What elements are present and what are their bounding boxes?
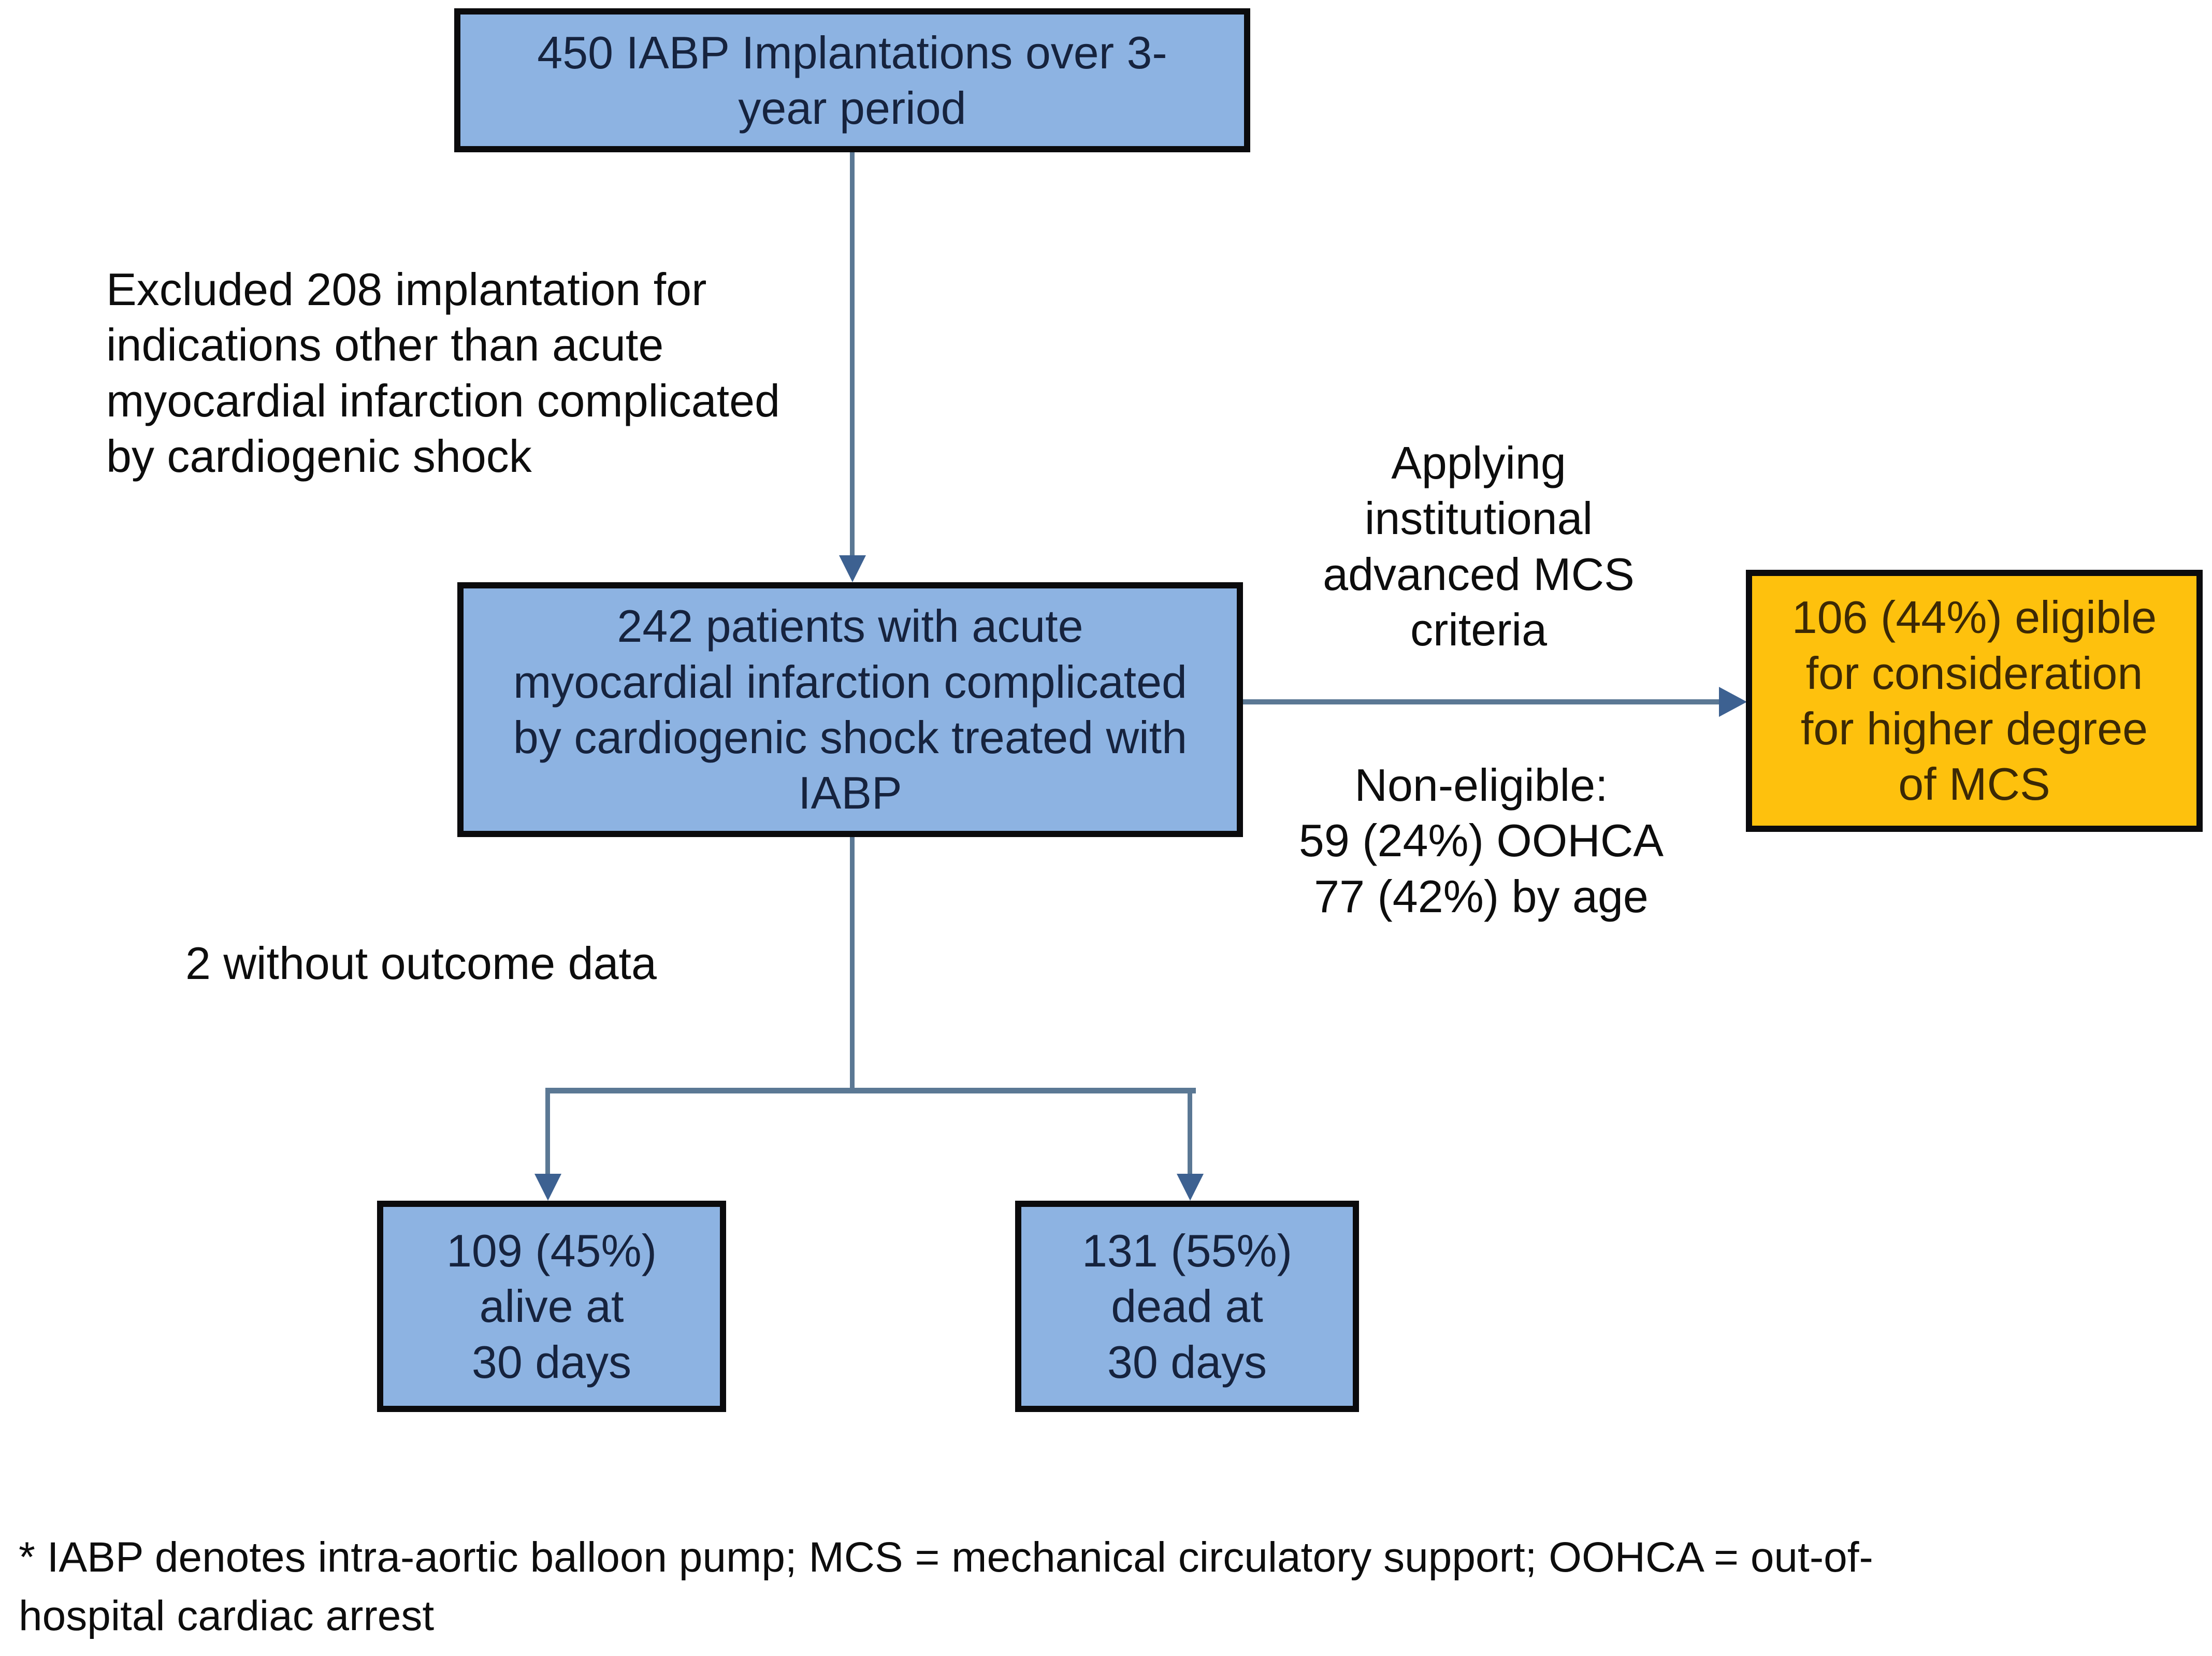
connector-branch-horizontal [545, 1088, 1196, 1093]
node-total-implantations-label: 450 IABP Implantations over 3- year peri… [537, 26, 1167, 134]
footnote-abbreviations: * IABP denotes intra-aortic balloon pump… [19, 1534, 1873, 1640]
node-dead-30-days: 131 (55%) dead at 30 days [1015, 1201, 1359, 1412]
node-alive-30-days-label: 109 (45%) alive at 30 days [446, 1225, 657, 1388]
connector-branch-to-dead [1188, 1088, 1192, 1175]
arrowhead-down-dead [1177, 1174, 1204, 1201]
node-eligible-mcs-label: 106 (44%) eligible for consideration for… [1791, 592, 2157, 810]
arrowhead-down-cohort [839, 555, 866, 582]
connector-cohort-to-branch [850, 837, 855, 1091]
connector-total-to-cohort [850, 152, 855, 556]
annotation-applying-criteria: Applying institutional advanced MCS crit… [1323, 437, 1635, 656]
node-alive-30-days: 109 (45%) alive at 30 days [377, 1201, 726, 1412]
annotation-no-outcome-data: 2 without outcome data [185, 938, 657, 989]
node-cohort-label: 242 patients with acute myocardial infar… [513, 600, 1188, 819]
node-dead-30-days-label: 131 (55%) dead at 30 days [1081, 1225, 1292, 1388]
annotation-excluded: Excluded 208 implantation for indication… [106, 264, 780, 482]
node-cohort: 242 patients with acute myocardial infar… [457, 582, 1243, 837]
arrowhead-right-eligible [1719, 687, 1747, 717]
node-eligible-mcs: 106 (44%) eligible for consideration for… [1746, 570, 2203, 832]
annotation-non-eligible: Non-eligible: 59 (24%) OOHCA 77 (42%) by… [1298, 759, 1664, 922]
arrowhead-down-alive [534, 1174, 561, 1201]
node-total-implantations: 450 IABP Implantations over 3- year peri… [454, 8, 1250, 152]
connector-cohort-to-eligible [1243, 699, 1720, 704]
connector-branch-to-alive [545, 1088, 550, 1175]
